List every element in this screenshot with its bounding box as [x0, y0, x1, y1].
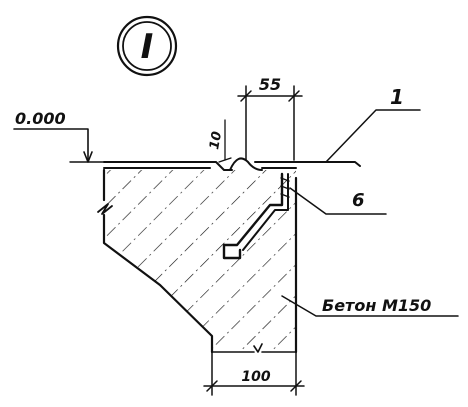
callout-plate: 1: [325, 85, 421, 163]
dimension-plate-width: 55: [237, 75, 303, 161]
dimension-gap-label: 10: [207, 130, 225, 150]
callout-plate-label: 1: [390, 85, 404, 109]
dimension-plate-width-label: 55: [259, 75, 281, 94]
dimension-base-width: 100: [203, 351, 305, 396]
level-mark: 0.000: [13, 109, 105, 163]
callout-concrete: Бетон М150: [281, 295, 459, 317]
detail-marker: I: [116, 15, 178, 77]
anchor-bar: [222, 172, 290, 260]
dimension-base-width-label: 100: [241, 369, 270, 385]
level-label: 0.000: [15, 109, 66, 128]
concrete-body: [97, 168, 298, 354]
dimension-gap: 10: [207, 119, 232, 163]
callout-anchor: 6: [289, 187, 387, 215]
callout-anchor-label: 6: [352, 190, 365, 211]
top-plates: [103, 157, 361, 171]
callout-concrete-label: Бетон М150: [322, 296, 431, 315]
detail-marker-label: I: [141, 27, 154, 67]
